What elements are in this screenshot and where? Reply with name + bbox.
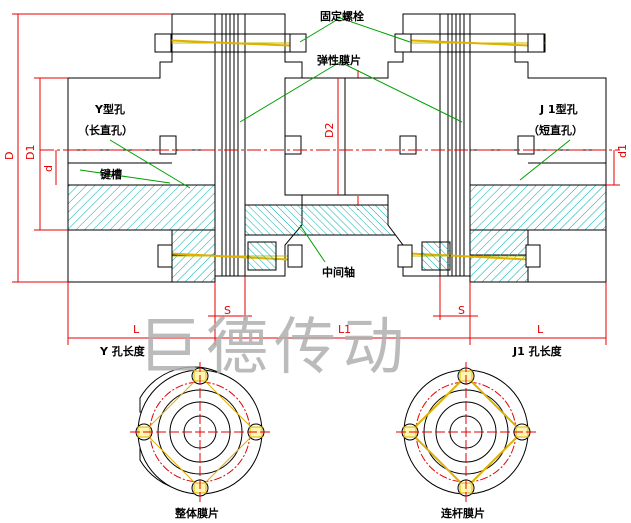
dim-D2: D2 (323, 123, 336, 138)
dim-d: d (42, 165, 55, 172)
dimensions (12, 13, 620, 345)
label-linked-disc: 连杆膜片 (441, 506, 485, 520)
dim-S-left: S (224, 304, 231, 317)
label-elastic-disc: 弹性膜片 (317, 53, 361, 67)
bolt-bottom-left (157, 241, 303, 271)
bolt-top-left (154, 33, 307, 53)
label-y-hole-length: Y 孔长度 (99, 344, 146, 358)
dim-L1: L1 (338, 323, 351, 336)
assembly-section (40, 13, 620, 283)
watermark-text: 巨德传动 (138, 310, 410, 383)
label-y-hole-1: Y型孔 (94, 102, 125, 116)
dim-d1: d1 (616, 144, 629, 158)
dim-S-right: S (458, 304, 465, 317)
dim-L-right: L (537, 323, 544, 336)
label-integral-disc: 整体膜片 (174, 506, 219, 520)
dim-L-left: L (133, 323, 140, 336)
left-hub (67, 13, 216, 283)
right-disc-pack (439, 13, 471, 277)
leader-lines (79, 17, 571, 263)
label-fixing-bolt: 固定螺栓 (320, 9, 364, 23)
end-view-linked (396, 362, 536, 502)
label-j1-hole-2: （短直孔） (528, 123, 583, 137)
dim-D: D (3, 152, 16, 160)
left-disc-pack (214, 13, 246, 277)
label-j1-hole-1: J 1型孔 (539, 102, 578, 116)
label-middle-shaft: 中间轴 (322, 265, 355, 279)
end-view-integral (130, 362, 270, 502)
label-j1-hole-length: J1 孔长度 (512, 344, 563, 358)
right-hub (469, 13, 607, 283)
bolt-bottom-right (397, 241, 541, 271)
dim-D1: D1 (24, 145, 37, 160)
label-keyway: 键槽 (99, 167, 122, 181)
label-y-hole-2: （长直孔） (78, 123, 133, 137)
